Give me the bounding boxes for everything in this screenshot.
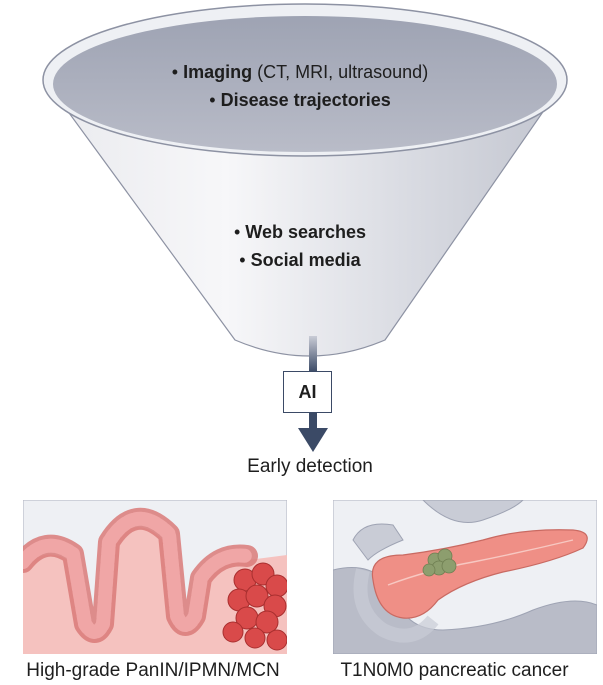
left-panel-label: High-grade PanIN/IPMN/MCN [26, 660, 280, 681]
down-arrow-icon [298, 428, 328, 452]
funnel-line-imaging: • Imaging (CT, MRI, ultrasound) [171, 62, 429, 82]
pancreas-illustration [333, 500, 597, 654]
funnel-opening [53, 16, 557, 152]
funnel-line-web-searches: • Web searches [233, 222, 367, 242]
funnel-spout [309, 336, 317, 372]
funnel-line-social-media: • Social media [239, 250, 361, 270]
ai-box: AI [283, 371, 332, 413]
right-panel-label: T1N0M0 pancreatic cancer [340, 660, 569, 681]
epithelium-illustration [23, 500, 287, 654]
early-detection-label: Early detection [247, 456, 373, 477]
funnel-line-trajectories: • Disease trajectories [209, 90, 391, 110]
